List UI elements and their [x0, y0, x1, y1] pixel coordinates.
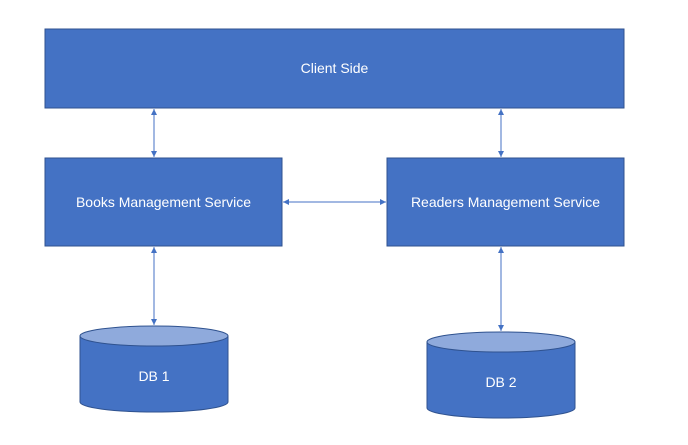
db2-cylinder: DB 2	[426, 331, 576, 419]
readers-management-service-label: Readers Management Service	[411, 194, 600, 210]
books-management-service-box: Books Management Service	[44, 157, 283, 247]
client-side-label: Client Side	[301, 60, 369, 76]
db1-label: DB 1	[138, 368, 169, 384]
db2-label: DB 2	[485, 374, 516, 390]
readers-management-service-box: Readers Management Service	[386, 157, 625, 247]
client-side-box: Client Side	[44, 28, 625, 109]
books-management-service-label: Books Management Service	[76, 194, 251, 210]
db1-cylinder: DB 1	[79, 325, 229, 413]
